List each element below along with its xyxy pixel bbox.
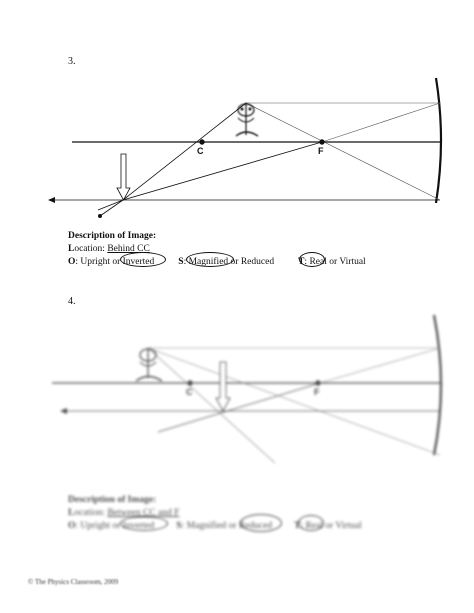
ray-reflect-4a: [319, 347, 441, 384]
diagram-4: [52, 314, 443, 464]
problem-3-number: 3.: [68, 56, 76, 67]
ray-through-c-4: [147, 347, 276, 464]
point-f-4: [315, 380, 321, 386]
size-choice-3: Magnified: [188, 257, 229, 267]
point-c-4: [187, 380, 193, 386]
type-choice-3: Real: [309, 257, 327, 267]
ray-obj-to-mirror-3: [245, 102, 441, 201]
ray-through-c-3: [122, 102, 247, 201]
point-f-3: [319, 139, 325, 145]
ray-ext-3a: [99, 199, 124, 217]
orientation-choice-3: Inverted: [122, 257, 155, 267]
location-line-3: Location: Behind CC: [68, 244, 150, 254]
label-f-3: F: [318, 146, 324, 156]
point-c-3: [199, 139, 205, 145]
label-f-4: F: [314, 387, 320, 397]
copyright-footer: © The Physics Classroom, 2009: [28, 578, 119, 586]
arrowhead-lower-4: [60, 408, 67, 414]
ray-reflect-3b: [122, 141, 323, 201]
size-choice-4: Reduced: [238, 521, 273, 531]
image-arrow-3: [116, 153, 131, 201]
location-value-4: Between CC and F: [107, 508, 180, 518]
ray-end-dot-3: [98, 214, 102, 218]
concave-mirror-3: [434, 77, 443, 204]
object-figure-3: [235, 103, 259, 137]
description-4: Description of Image: Location: Between …: [68, 494, 362, 533]
location-value-3: Behind CC: [107, 244, 150, 254]
diagram-3: [48, 77, 443, 218]
ray-reflect-4b: [157, 382, 321, 433]
ray-reflect-3a: [321, 102, 441, 143]
description-4-title: Description of Image:: [68, 495, 157, 505]
concave-mirror-4: [432, 314, 443, 456]
location-line-4: Location: Between CC and F: [68, 508, 180, 518]
orientation-choice-4: Inverted: [122, 521, 155, 531]
ray-obj-to-mirror-4: [147, 347, 441, 456]
problem-4-number: 4.: [68, 296, 76, 307]
ray-ext-3b: [97, 199, 124, 211]
object-figure-4: [135, 348, 163, 382]
image-arrow-4: [215, 361, 231, 412]
description-3-title: Description of Image:: [68, 231, 157, 241]
label-c-3: C: [197, 146, 204, 156]
arrowhead-lower-3: [48, 197, 55, 203]
description-3: Description of Image: Location: Behind C…: [68, 230, 366, 269]
label-c-4: C: [186, 387, 193, 397]
type-choice-4: Real: [305, 521, 323, 531]
